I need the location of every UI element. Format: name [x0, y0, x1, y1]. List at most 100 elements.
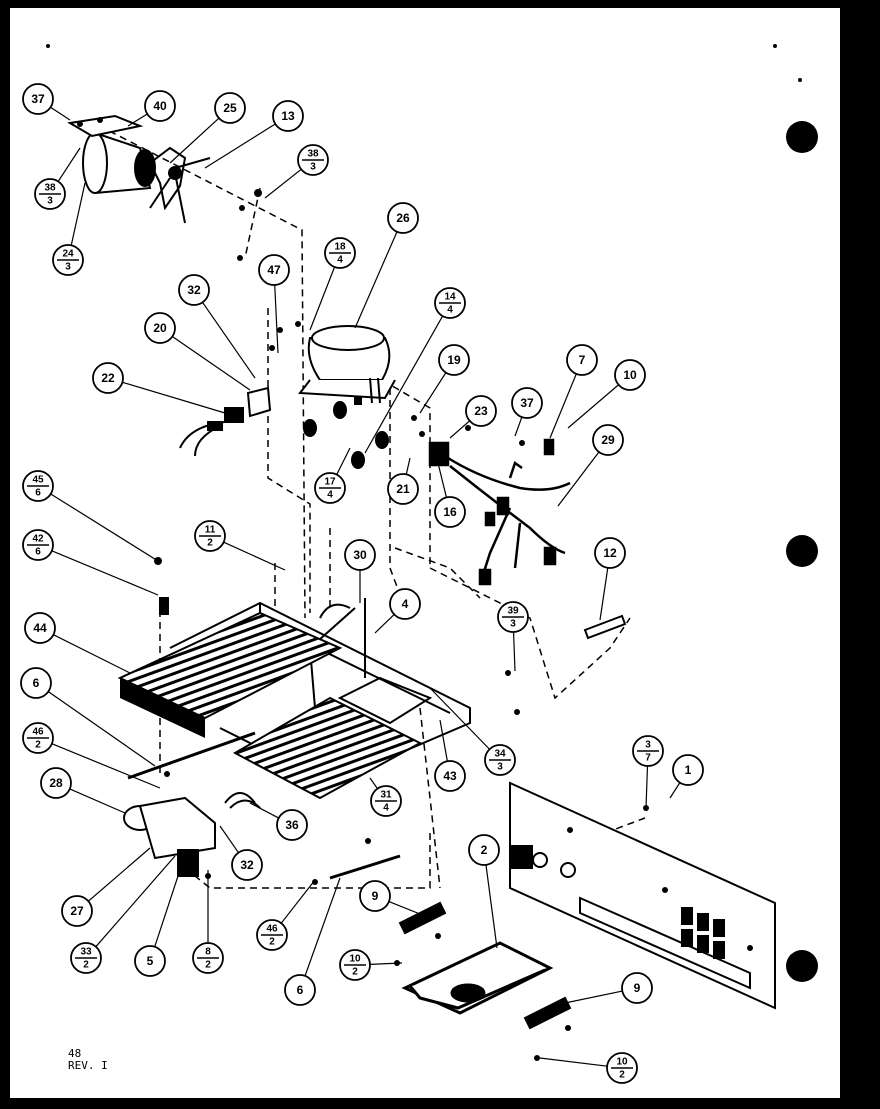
callout-c10c: 102: [606, 1052, 638, 1084]
callout-circle: [465, 395, 497, 427]
callout-c17: 174: [314, 472, 346, 504]
callout-denominator: 2: [205, 960, 211, 971]
callout-label: 27: [70, 904, 84, 918]
leader-c11: [223, 541, 286, 571]
callout-numerator: 8: [205, 947, 211, 958]
callout-numerator: 46: [32, 727, 44, 738]
callout-c38b: 383: [297, 144, 329, 176]
callout-denominator: 4: [447, 305, 453, 316]
callout-circle: [434, 496, 466, 528]
fan-motor-assembly: [67, 114, 262, 261]
callout-label: 16: [443, 505, 457, 519]
leader-c10b: [369, 962, 403, 965]
callout-denominator: 4: [337, 255, 343, 266]
callout-c42: 426: [22, 529, 54, 561]
revision-label: REV. I: [68, 1059, 108, 1072]
leader-c5: [154, 869, 181, 947]
callout-c12: 12: [594, 537, 626, 569]
callout-c1: 1: [672, 754, 704, 786]
callout-c6a: 6: [20, 667, 52, 699]
callout-label: 43: [443, 769, 457, 783]
callout-circle: [592, 424, 624, 456]
callout-label: 37: [520, 396, 534, 410]
callout-circle: [61, 895, 93, 927]
callout-numerator: 10: [616, 1057, 628, 1068]
callout-denominator: 3: [47, 196, 53, 207]
leader-c1: [669, 782, 681, 799]
leader-c20: [172, 336, 251, 391]
wiring-harness: [428, 438, 571, 586]
callout-numerator: 11: [205, 525, 216, 536]
callout-label: 29: [601, 433, 615, 447]
leader-c10a: [567, 384, 619, 429]
callout-label: 23: [474, 404, 488, 418]
callout-c26: 26: [387, 202, 419, 234]
callout-c39: 393: [497, 601, 529, 633]
leader-c38a: [57, 147, 81, 182]
callout-denominator: 2: [35, 740, 41, 751]
callout-c5: 5: [134, 945, 166, 977]
callout-circle: [468, 834, 500, 866]
callout-numerator: 31: [380, 790, 392, 801]
callout-label: 26: [396, 211, 410, 225]
callout-denominator: 2: [352, 967, 358, 978]
callout-numerator: 34: [494, 749, 506, 760]
callout-denominator: 3: [510, 619, 516, 630]
leader-c33: [95, 855, 176, 948]
callout-label: 25: [223, 101, 237, 115]
callout-c43: 43: [434, 760, 466, 792]
callout-circle: [566, 344, 598, 376]
callout-c33: 332: [70, 942, 102, 974]
page-number: 48: [68, 1047, 82, 1060]
callout-c13: 13: [272, 100, 304, 132]
callout-label: 4: [402, 597, 409, 611]
compressor: [298, 325, 396, 469]
callout-label: 19: [447, 353, 461, 367]
callout-label: 47: [267, 263, 281, 277]
callout-label: 40: [153, 99, 167, 113]
callout-label: 12: [603, 546, 617, 560]
leader-c6b: [304, 877, 341, 977]
callout-label: 44: [33, 621, 47, 635]
callout-circle: [621, 972, 653, 1004]
leader-c13: [204, 123, 276, 169]
callout-denominator: 2: [619, 1070, 625, 1081]
callout-denominator: 7: [645, 753, 651, 764]
leader-c22: [122, 381, 226, 414]
callout-circle: [438, 344, 470, 376]
callout-c22: 22: [92, 362, 124, 394]
callout-denominator: 3: [65, 262, 71, 273]
callout-numerator: 24: [62, 249, 74, 260]
callout-label: 32: [240, 858, 254, 872]
callout-circle: [20, 667, 52, 699]
callout-c37b: 37: [511, 387, 543, 419]
callout-c11: 112: [194, 520, 226, 552]
callout-circle: [258, 254, 290, 286]
callout-c3: 37: [632, 735, 664, 767]
leader-c43: [439, 719, 448, 762]
callout-numerator: 38: [44, 183, 56, 194]
callout-label: 28: [49, 776, 63, 790]
callout-denominator: 2: [269, 937, 275, 948]
callout-numerator: 39: [507, 606, 519, 617]
callout-circle: [344, 539, 376, 571]
callout-c9b: 9: [621, 972, 653, 1004]
callout-c45: 456: [22, 470, 54, 502]
leader-c31: [369, 777, 378, 790]
callout-label: 36: [285, 818, 299, 832]
callout-label: 5: [147, 954, 154, 968]
callout-leaders: [47, 106, 681, 1067]
callout-circle: [672, 754, 704, 786]
leader-c21: [405, 457, 411, 475]
callout-numerator: 17: [324, 477, 336, 488]
punch-hole-top: [786, 121, 818, 153]
callout-c7: 7: [566, 344, 598, 376]
callout-circle: [359, 880, 391, 912]
callout-c27: 27: [61, 895, 93, 927]
leader-c9a: [388, 901, 431, 919]
callout-denominator: 4: [383, 803, 389, 814]
callout-numerator: 33: [80, 947, 92, 958]
callout-label: 2: [481, 843, 488, 857]
